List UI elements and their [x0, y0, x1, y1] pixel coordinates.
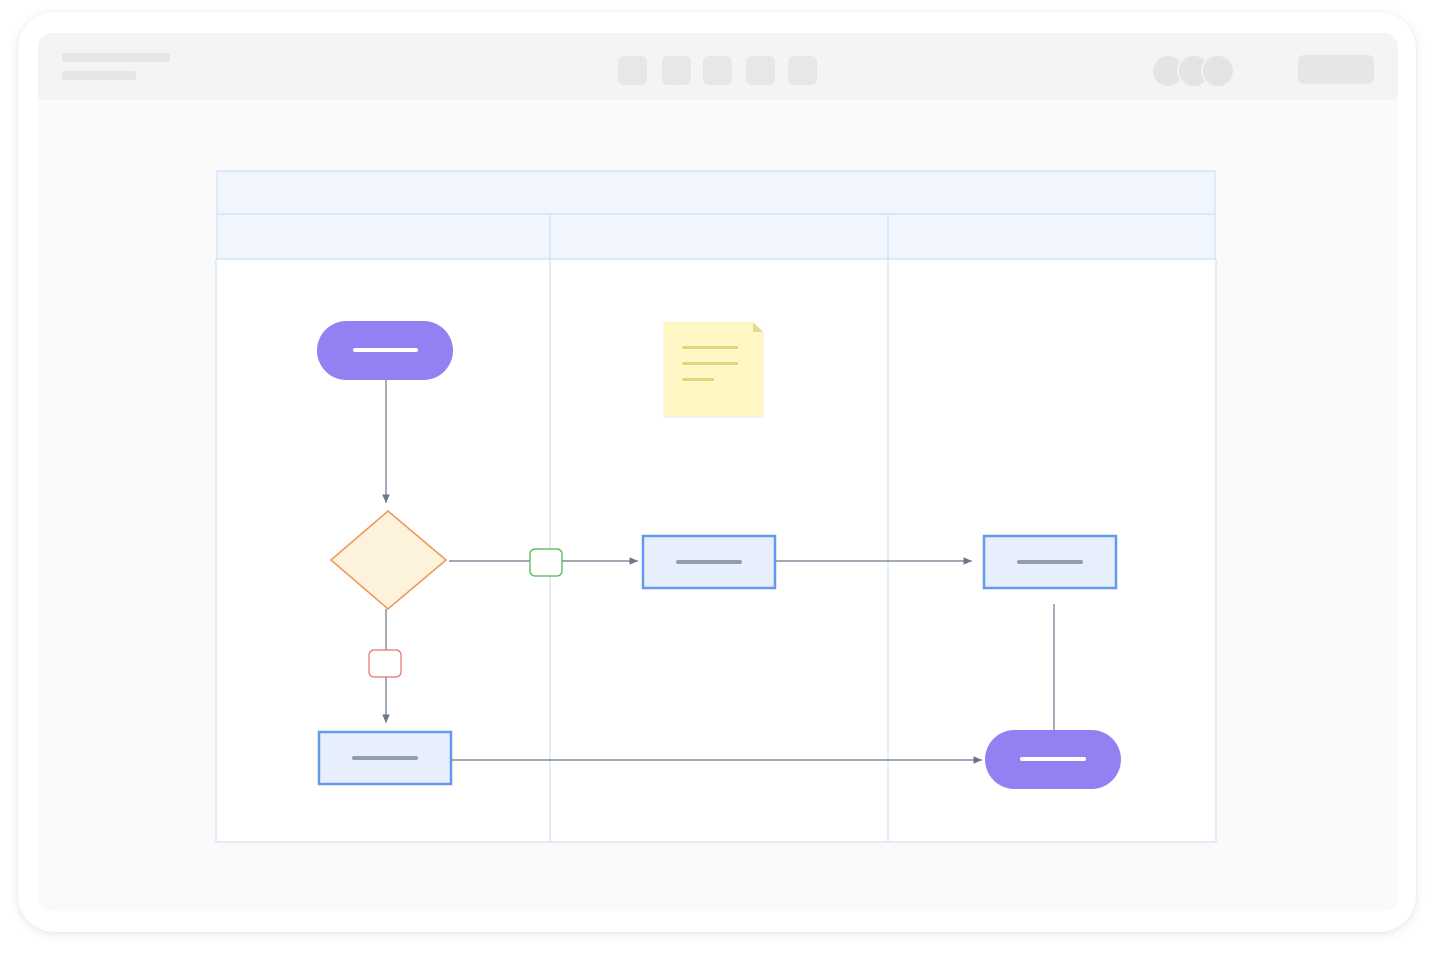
start-terminal[interactable]: [317, 321, 453, 380]
label-placeholder: [1020, 757, 1086, 761]
process-box-c[interactable]: [317, 730, 453, 786]
process-box-b[interactable]: [982, 534, 1118, 590]
label-placeholder: [352, 756, 418, 760]
toolbar-tool-3[interactable]: [703, 56, 732, 85]
end-terminal[interactable]: [985, 730, 1121, 789]
label-placeholder: [676, 560, 742, 564]
collaborator-avatar[interactable]: [1201, 54, 1235, 88]
lane-header-3[interactable]: [887, 213, 1216, 260]
top-toolbar: [38, 33, 1398, 100]
lane-header-2[interactable]: [549, 213, 889, 260]
edge-label-yes[interactable]: [529, 548, 563, 577]
note-line-placeholder: [682, 378, 714, 381]
toolbar-tool-1[interactable]: [618, 56, 647, 85]
label-placeholder: [353, 348, 418, 352]
toolbar-tool-2[interactable]: [662, 56, 691, 85]
share-button[interactable]: [1298, 55, 1374, 84]
document-title[interactable]: [62, 53, 170, 62]
document-subtitle: [62, 71, 136, 80]
pool-header[interactable]: [216, 170, 1216, 215]
toolbar-tool-5[interactable]: [788, 56, 817, 85]
note-line-placeholder: [682, 346, 738, 349]
process-box-a[interactable]: [641, 534, 777, 590]
label-placeholder: [1017, 560, 1083, 564]
lane-header-1[interactable]: [216, 213, 551, 260]
sticky-note[interactable]: [664, 322, 763, 416]
toolbar-tool-4[interactable]: [746, 56, 775, 85]
note-line-placeholder: [682, 362, 738, 365]
decision-diamond[interactable]: [329, 509, 448, 611]
edge-label-no[interactable]: [368, 649, 402, 678]
